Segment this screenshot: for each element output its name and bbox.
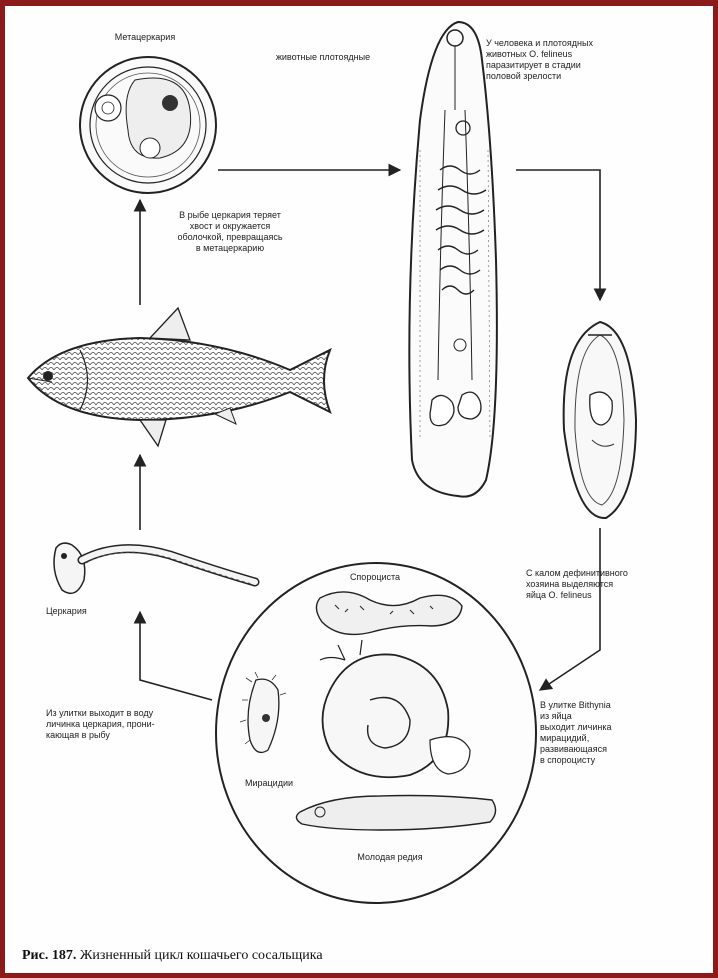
arrow-egg-to-snail: [540, 528, 600, 690]
caption-number: Рис. 187.: [22, 948, 76, 963]
label-eggs-note: С калом дефинитивного хозяина выделяются…: [526, 568, 706, 601]
label-cercaria-note: Из улитки выходит в воду личинка церкари…: [46, 708, 226, 741]
label-cercaria: Церкария: [46, 606, 136, 617]
label-metacercaria: Метацеркария: [80, 32, 210, 43]
label-sporocyst: Спороциста: [320, 572, 430, 583]
label-human-note: У человека и плотоядных животных О. feli…: [486, 38, 676, 82]
caption-text: Жизненный цикл кошачьего сосальщика: [80, 948, 323, 963]
egg-drawing: [564, 322, 636, 518]
label-carnivores: животные плотоядные: [238, 52, 408, 63]
label-snail-note: В улитке Bithynia из яйца выходит личинк…: [540, 700, 710, 766]
arrow-adult-to-egg: [516, 170, 600, 300]
figure-caption: Рис. 187. Жизненный цикл кошачьего сосал…: [22, 948, 323, 964]
label-fish-note: В рыбе церкария теряет хвост и окружаетс…: [140, 210, 320, 254]
cercaria-drawing: [54, 543, 255, 593]
fish-drawing: [28, 308, 330, 446]
label-miracidium: Мирацидии: [224, 778, 314, 789]
arrow-snail-to-cercaria: [140, 612, 212, 700]
adult-fluke-drawing: [409, 22, 497, 497]
label-redia: Молодая редия: [330, 852, 450, 863]
metacercaria-drawing: [80, 57, 216, 193]
